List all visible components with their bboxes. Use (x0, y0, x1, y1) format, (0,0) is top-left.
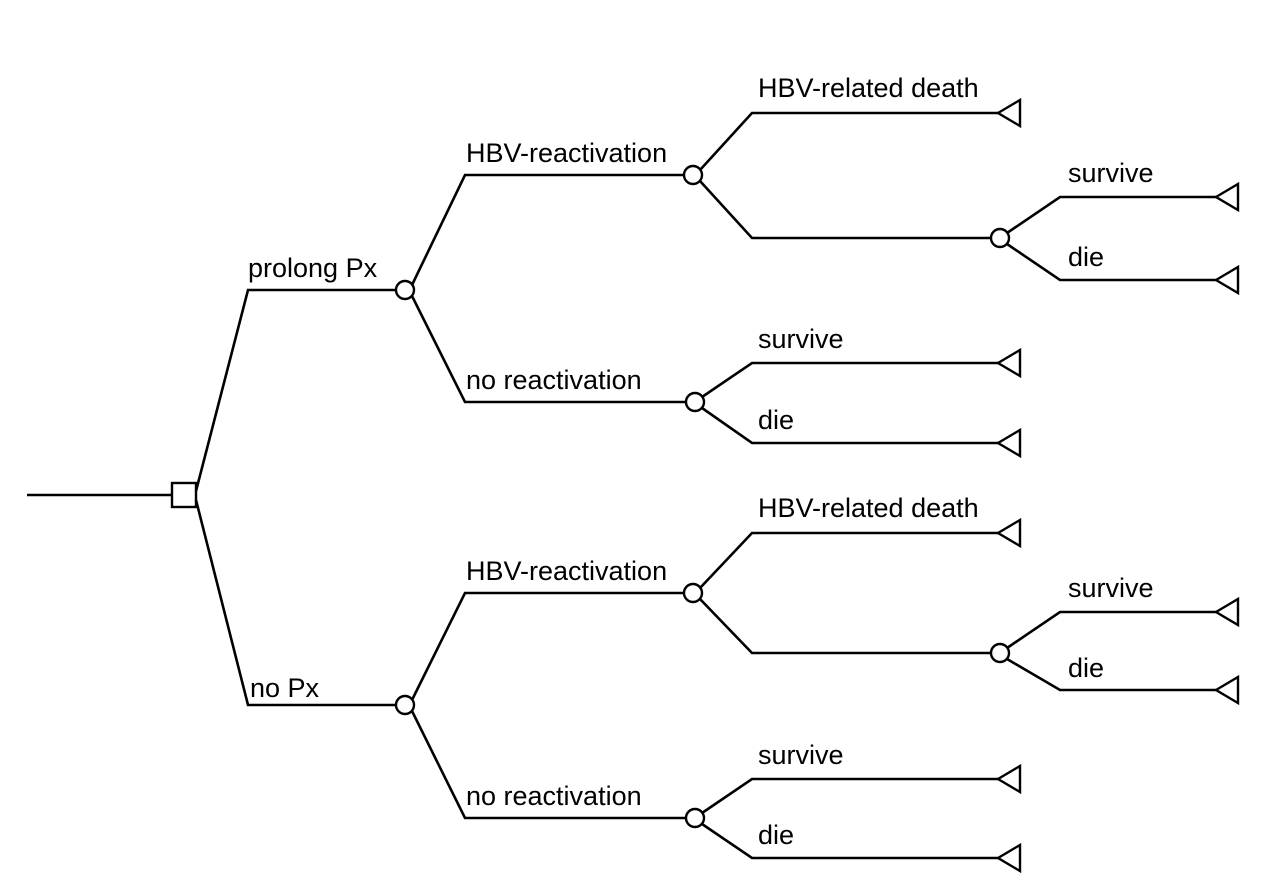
edge-no-reactivation-bottom (410, 710, 688, 820)
post-reactivation-chance-node-top[interactable] (989, 227, 1011, 249)
hbv-reactivation-chance-node-top[interactable] (682, 164, 704, 186)
edge-hbv-reactivation-top (410, 173, 686, 286)
terminal-node-survive-4[interactable] (995, 763, 1022, 795)
edge-survive-1 (1006, 195, 1216, 235)
hbv-reactivation-chance-node-bottom[interactable] (682, 582, 704, 604)
label-survive-2: survive (758, 324, 844, 354)
terminal-node-die-4[interactable] (995, 842, 1022, 874)
root-decision-node[interactable] (170, 481, 198, 509)
terminal-node-survive-3[interactable] (1213, 596, 1240, 628)
label-survive-4: survive (758, 740, 844, 770)
no-reactivation-chance-node-top[interactable] (684, 391, 706, 413)
terminal-node-survive-1[interactable] (1213, 181, 1240, 213)
edge-hbv-related-death-bottom (699, 531, 998, 589)
edge-survive-3 (1006, 610, 1216, 650)
edge-no-reactivation-top (410, 295, 688, 404)
label-hbv-related-death-top: HBV-related death (758, 73, 979, 103)
label-no-reactivation-top: no reactivation (466, 365, 642, 395)
label-hbv-related-death-bottom: HBV-related death (758, 493, 979, 523)
edge-post-reactivation-top (699, 180, 993, 240)
no-px-chance-node[interactable] (394, 694, 416, 716)
label-hbv-reactivation-bottom: HBV-reactivation (466, 556, 667, 586)
edge-survive-2 (701, 361, 998, 399)
label-hbv-reactivation-top: HBV-reactivation (466, 138, 667, 168)
terminal-node-survive-2[interactable] (995, 347, 1022, 379)
label-survive-1: survive (1068, 158, 1154, 188)
label-die-1: die (1068, 242, 1104, 272)
edge-post-reactivation-bottom (699, 598, 993, 655)
label-die-4: die (758, 820, 794, 850)
edge-die-3 (1006, 657, 1216, 692)
edge-die-4 (701, 822, 998, 860)
terminal-node-die-3[interactable] (1213, 674, 1240, 706)
label-no-reactivation-bottom: no reactivation (466, 781, 642, 811)
label-die-3: die (1068, 653, 1104, 683)
label-prolong-px: prolong Px (248, 253, 378, 283)
no-reactivation-chance-node-bottom[interactable] (684, 807, 706, 829)
edge-prolong-px (194, 288, 400, 492)
edge-hbv-reactivation-bottom (410, 591, 686, 701)
terminal-node-hbv-related-death-top[interactable] (995, 97, 1022, 129)
edge-survive-4 (701, 777, 998, 815)
terminal-node-die-1[interactable] (1213, 264, 1240, 296)
label-no-px: no Px (250, 673, 320, 703)
prolong-px-chance-node[interactable] (394, 279, 416, 301)
label-die-2: die (758, 405, 794, 435)
terminal-node-die-2[interactable] (995, 427, 1022, 459)
edge-hbv-related-death-top (699, 111, 998, 171)
edge-die-2 (701, 406, 998, 445)
edge-die-1 (1006, 242, 1216, 282)
terminal-node-hbv-related-death-bottom[interactable] (995, 517, 1022, 549)
post-reactivation-chance-node-bottom[interactable] (989, 642, 1011, 664)
label-survive-3: survive (1068, 573, 1154, 603)
edge-no-px (194, 499, 400, 707)
